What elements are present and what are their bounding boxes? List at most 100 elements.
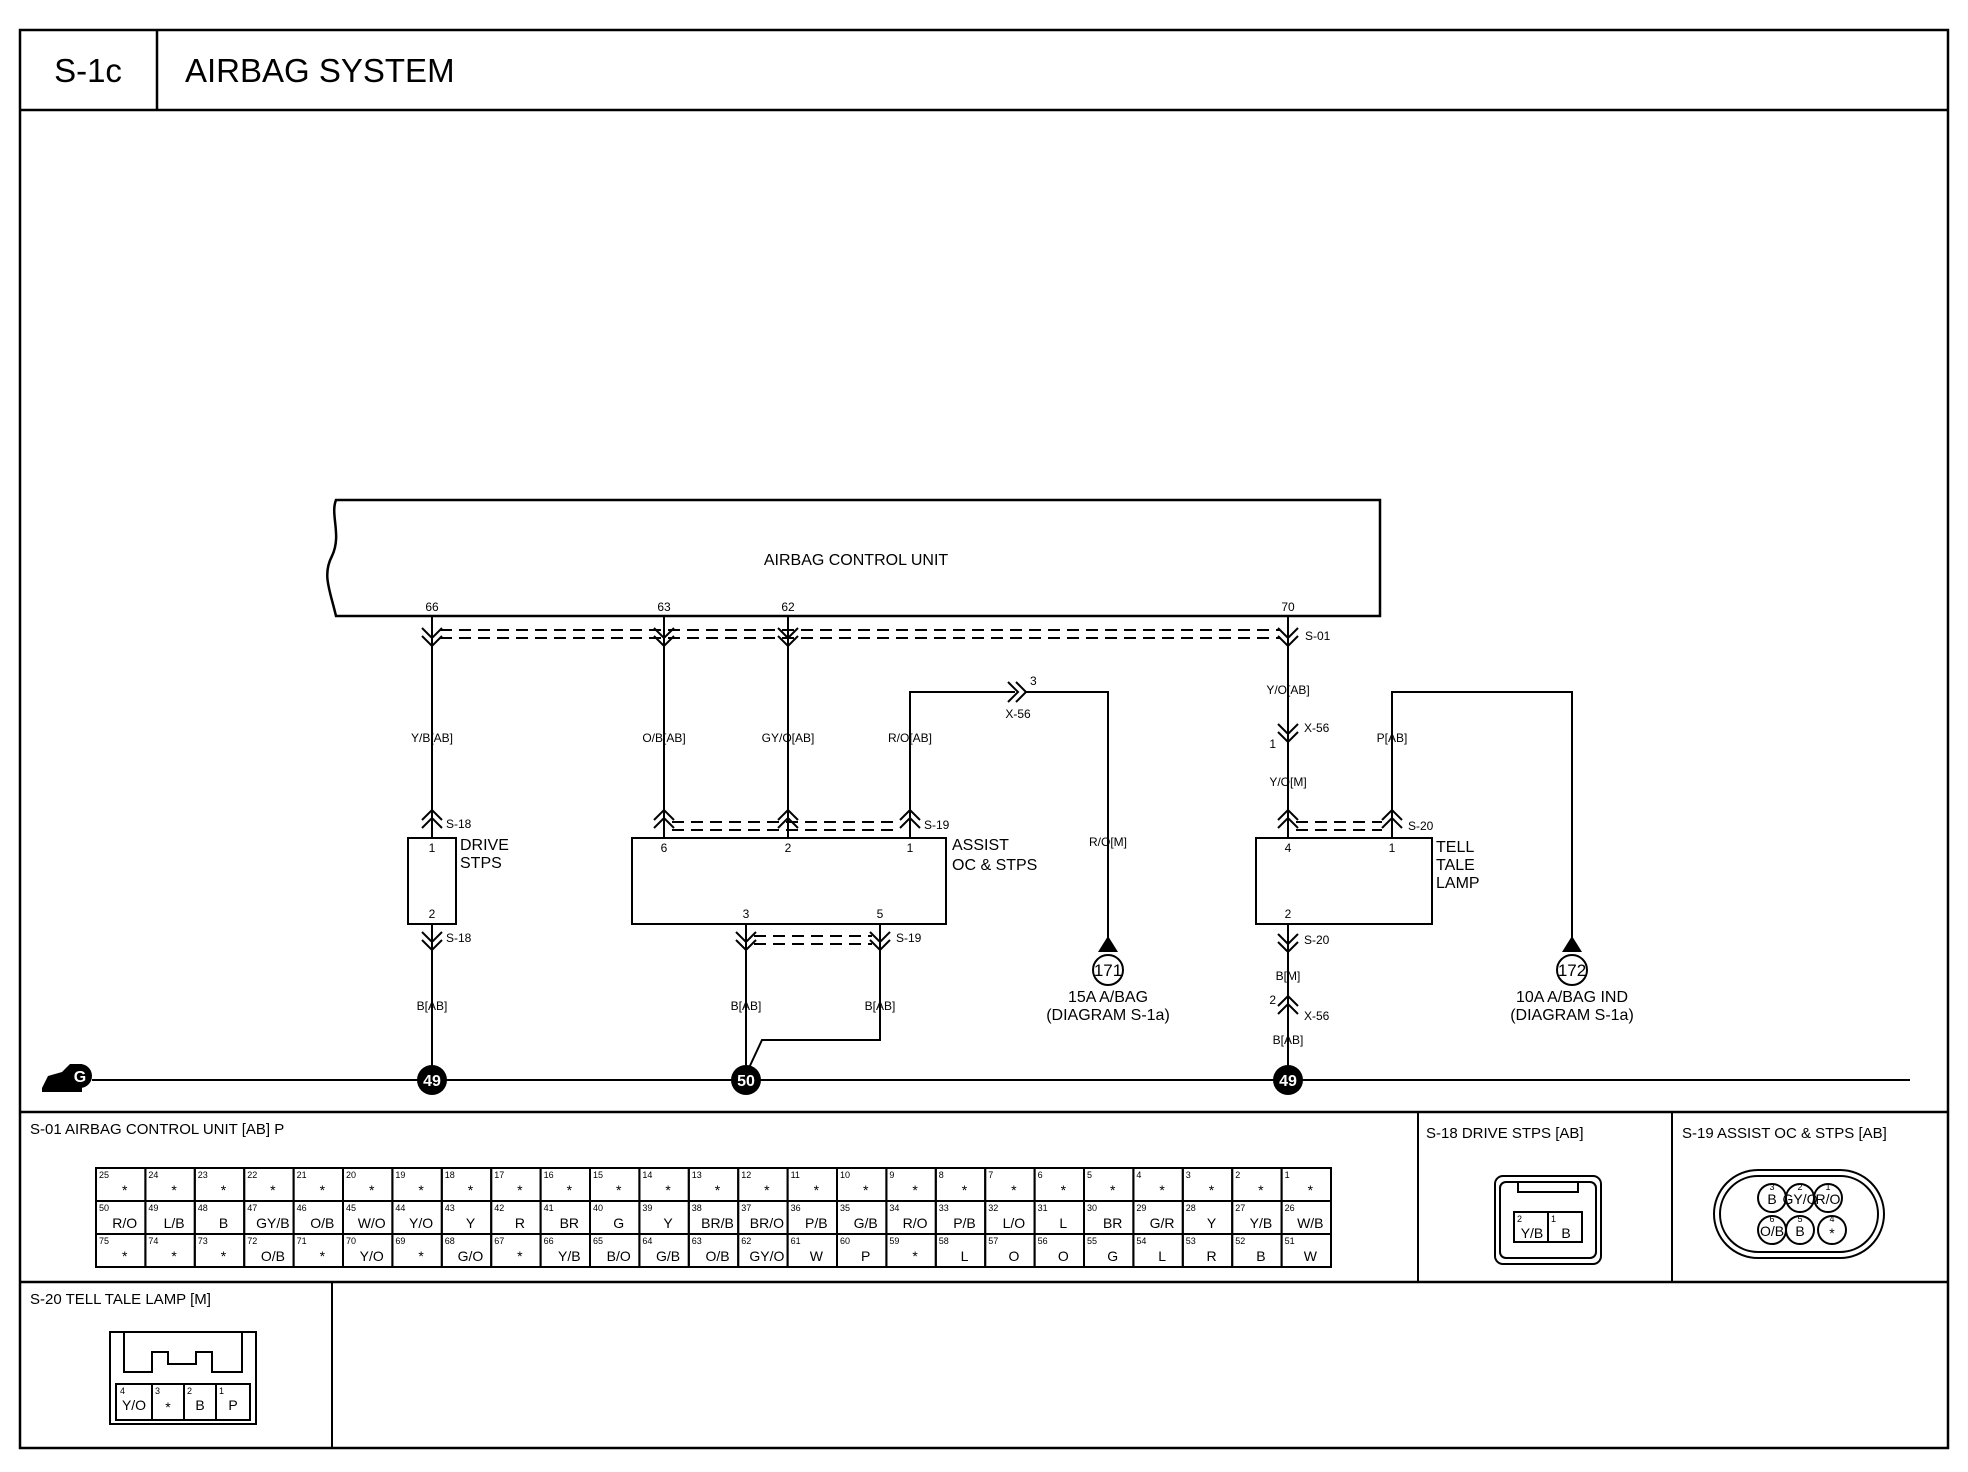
assist-pin-2: 2 [785, 841, 792, 855]
svg-text:49: 49 [423, 1073, 441, 1090]
s01-cell-color: R/O [903, 1215, 928, 1231]
s01-cell-color: * [1061, 1182, 1067, 1198]
s01-cell-color: * [517, 1248, 523, 1264]
s01-cell-color: BR/O [750, 1215, 784, 1231]
s01-cell-color: * [270, 1182, 276, 1198]
s01-cell-pin: 36 [791, 1203, 801, 1213]
svg-text:6: 6 [1769, 1214, 1774, 1224]
s01-cell-color: R/O [112, 1215, 137, 1231]
s01-cell-pin: 62 [741, 1236, 751, 1246]
s01-cell-pin: 74 [148, 1236, 158, 1246]
s01-cell-color: * [715, 1182, 721, 1198]
x56-lower-label: X-56 [1304, 1009, 1330, 1023]
s01-connector-table: 25*24*23*22*21*20*19*18*17*16*15*14*13*1… [95, 1167, 1332, 1268]
s01-cell-pin: 57 [988, 1236, 998, 1246]
s01-cell-pin: 42 [494, 1203, 504, 1213]
drive-pin-2: 2 [429, 907, 436, 921]
s01-cell-pin: 11 [791, 1170, 800, 1180]
s01-label: S-01 [1305, 629, 1331, 643]
s01-cell-color: * [912, 1182, 918, 1198]
ground-point-49-right [1273, 1065, 1303, 1095]
s01-cell-pin: 39 [642, 1203, 652, 1213]
s01-cell-pin: 52 [1235, 1236, 1245, 1246]
s01-cell-pin: 3 [1186, 1170, 1191, 1180]
svg-text:3: 3 [155, 1386, 160, 1396]
s01-cell-color: * [221, 1248, 227, 1264]
assist-pin-1: 1 [907, 841, 914, 855]
s01-cell-color: P/B [953, 1215, 976, 1231]
s01-cell-color: * [468, 1182, 474, 1198]
s01-cell-color: * [171, 1248, 177, 1264]
s01-cell-color: * [912, 1248, 918, 1264]
s01-cell-color: * [122, 1182, 128, 1198]
svg-text:5: 5 [1797, 1214, 1802, 1224]
ref-172-line1: 10A A/BAG IND [1516, 989, 1628, 1006]
wire-assist: O/B[AB] GY/O[AB] 3 X-56 R/O[AB] R/O[M] S… [631, 616, 1127, 1080]
s20-label: S-20 [1408, 819, 1434, 833]
wire-label-yb: Y/B[AB] [411, 731, 453, 745]
s01-cell-pin: 27 [1235, 1203, 1245, 1213]
s01-cell-color: Y [1207, 1215, 1217, 1231]
s01-cell-pin: 17 [494, 1170, 504, 1180]
s01-cell-pin: 53 [1186, 1236, 1196, 1246]
x56-upper-label: X-56 [1005, 707, 1031, 721]
svg-text:B: B [1795, 1223, 1804, 1239]
svg-text:P: P [228, 1397, 237, 1413]
svg-text:1: 1 [1825, 1182, 1830, 1192]
s01-cell-pin: 56 [1038, 1236, 1048, 1246]
svg-text:Y/O: Y/O [122, 1397, 146, 1413]
tell-pin-1: 1 [1389, 841, 1396, 855]
s01-cell-color: R [515, 1215, 525, 1231]
ground-bus: G 49 50 49 [42, 1064, 1910, 1095]
s01-cell-pin: 30 [1087, 1203, 1097, 1213]
s01-cell-color: G [1107, 1248, 1118, 1264]
s01-cell-pin: 75 [99, 1236, 109, 1246]
x56-pin-1: 1 [1269, 737, 1276, 751]
s01-cell-pin: 71 [297, 1236, 307, 1246]
unit-pin-70: 70 [1281, 600, 1295, 614]
s01-cell-color: L/B [164, 1215, 185, 1231]
s01-cell-pin: 43 [445, 1203, 455, 1213]
diagram-code: S-1c [54, 52, 122, 89]
s01-cell-color: Y/O [360, 1248, 384, 1264]
s01-cell-pin: 64 [642, 1236, 652, 1246]
svg-text:B: B [1561, 1225, 1570, 1241]
s01-cell-pin: 45 [346, 1203, 356, 1213]
ground-point-50 [731, 1065, 761, 1095]
s01-cell-color: B [1256, 1248, 1265, 1264]
svg-text:B: B [195, 1397, 204, 1413]
s01-cell-pin: 37 [741, 1203, 751, 1213]
s01-cell-pin: 68 [445, 1236, 455, 1246]
s01-cell-pin: 59 [889, 1236, 899, 1246]
wire-tell-tale: Y/O[AB] X-56 1 Y/O[M] P[AB] S-20 4 1 2 T… [1255, 616, 1573, 1080]
assist-pin-3: 3 [743, 907, 750, 921]
s01-cell-color: * [863, 1182, 869, 1198]
s01-cell-color: BR [1103, 1215, 1122, 1231]
s01-cell-color: G/B [854, 1215, 878, 1231]
s01-cell-color: O/B [310, 1215, 334, 1231]
tell-label-3: LAMP [1436, 875, 1480, 892]
diagram-title: AIRBAG SYSTEM [185, 52, 455, 89]
assist-label-2: OC & STPS [952, 857, 1037, 874]
s01-cell-pin: 5 [1087, 1170, 1092, 1180]
svg-text:3: 3 [1769, 1182, 1774, 1192]
assist-pin-5: 5 [877, 907, 884, 921]
s01-cell-color: BR [560, 1215, 579, 1231]
x56-pin-3: 3 [1030, 674, 1037, 688]
s19-upper-label: S-19 [924, 818, 950, 832]
s01-cell-color: O/B [705, 1248, 729, 1264]
s19-connector-title: S-19 ASSIST OC & STPS [AB] [1682, 1125, 1887, 1142]
s18-connector-view: 2 Y/B 1 B [1494, 1175, 1602, 1265]
s01-cell-pin: 25 [99, 1170, 109, 1180]
s01-cell-pin: 60 [840, 1236, 850, 1246]
s19-lower-label: S-19 [896, 931, 922, 945]
s01-cell-pin: 33 [939, 1203, 949, 1213]
s01-cell-pin: 10 [840, 1170, 850, 1180]
s01-cell-color: W/O [358, 1215, 386, 1231]
s01-cell-pin: 41 [544, 1203, 554, 1213]
s01-cell-color: * [418, 1248, 424, 1264]
s01-cell-color: * [418, 1182, 424, 1198]
wire-drive-stps: Y/B[AB] S-18 1 2 DRIVE STPS S-18 B[AB] [407, 616, 509, 1080]
s01-cell-color: * [320, 1182, 326, 1198]
